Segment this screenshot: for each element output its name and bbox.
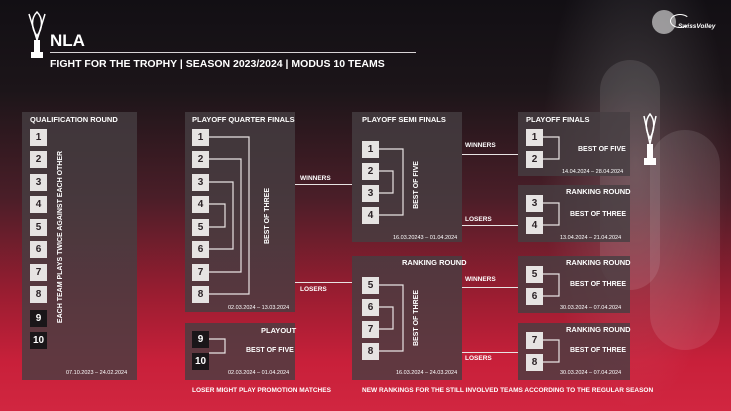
seed-2: 2 xyxy=(30,151,47,168)
sf-seed-4: 4 xyxy=(362,207,379,224)
quarter-finals-title: PLAYOFF QUARTER FINALS xyxy=(192,115,295,124)
rr34-seed-4: 4 xyxy=(526,217,543,234)
seed-9: 9 xyxy=(30,310,47,327)
qf-seed-6: 6 xyxy=(192,241,209,258)
qf-seed-3: 3 xyxy=(192,174,209,191)
quarter-finals-dates: 02.03.2024 – 13.03.2024 xyxy=(228,305,290,311)
ranking-round-5-8-bracket xyxy=(379,284,404,352)
seed-8: 8 xyxy=(30,286,47,303)
sf-seed-3: 3 xyxy=(362,185,379,202)
rr-seed-8: 8 xyxy=(362,343,379,360)
losers-connector-3 xyxy=(462,352,518,353)
page-title: NLA xyxy=(50,31,85,50)
playout-seed-9: 9 xyxy=(192,331,209,348)
playout-seed-10: 10 xyxy=(192,353,209,370)
sf-seed-2: 2 xyxy=(362,163,379,180)
ranking-round-5-8-title: RANKING ROUND xyxy=(402,258,467,267)
final-seed-1: 1 xyxy=(526,129,543,146)
player-silhouette xyxy=(650,130,720,350)
header-divider xyxy=(50,52,416,53)
losers-connector-2 xyxy=(462,225,518,226)
flow-winners-2a: WINNERS xyxy=(465,142,496,149)
seed-5: 5 xyxy=(30,219,47,236)
semi-finals-dates: 16.03.20243 – 01.04.2024 xyxy=(393,235,458,241)
swissvolley-logo-icon xyxy=(670,14,690,28)
qf-seed-1: 1 xyxy=(192,129,209,146)
qf-seed-7: 7 xyxy=(192,264,209,281)
playout-dates: 02.03.2024 – 01.04.2024 xyxy=(228,370,290,376)
seed-3: 3 xyxy=(30,174,47,191)
qf-seed-2: 2 xyxy=(192,151,209,168)
semi-finals-title: PLAYOFF SEMI FINALS xyxy=(362,115,446,124)
swissvolley-logo: SwissVolley xyxy=(678,23,716,30)
winners-connector-3 xyxy=(462,287,518,288)
ranking-round-7-8-title: RANKING ROUND xyxy=(566,325,631,334)
rr-seed-7: 7 xyxy=(362,321,379,338)
rr-seed-5: 5 xyxy=(362,277,379,294)
flow-losers-1: LOSERS xyxy=(300,286,327,293)
ranking-round-3-4-dates: 13.04.2024 – 21.04.2024 xyxy=(560,235,622,241)
qualification-note: EACH TEAM PLAYS TWICE AGAINST EACH OTHER xyxy=(57,150,64,324)
qf-seed-5: 5 xyxy=(192,219,209,236)
rr56-seed-6: 6 xyxy=(526,288,543,305)
footer-left-note: LOSER MIGHT PLAY PROMOTION MATCHES xyxy=(192,387,331,394)
ranking-round-3-4-bracket xyxy=(543,202,560,226)
ranking-round-5-6-dates: 30.03.2024 – 07.04.2024 xyxy=(560,305,622,311)
final-seed-2: 2 xyxy=(526,151,543,168)
ranking-round-5-8-dates: 16.03.2024 – 24.03.2024 xyxy=(396,370,458,376)
ranking-round-5-6-format: BEST OF THREE xyxy=(570,281,627,288)
winners-connector xyxy=(295,184,352,185)
winners-connector-2 xyxy=(462,154,518,155)
quarter-finals-format: BEST OF THREE xyxy=(264,188,271,245)
ranking-round-3-4-title: RANKING ROUND xyxy=(566,187,631,196)
semi-finals-bracket xyxy=(379,148,404,216)
trophy-icon xyxy=(643,112,657,165)
quarter-finals-bracket xyxy=(209,136,250,295)
trophy-icon xyxy=(28,10,46,58)
playout-bracket xyxy=(209,338,226,354)
flow-losers-3: LOSERS xyxy=(465,355,492,362)
sf-seed-1: 1 xyxy=(362,141,379,158)
qualification-dates: 07.10.2023 – 24.02.2024 xyxy=(66,370,128,376)
seed-7: 7 xyxy=(30,264,47,281)
page-subtitle: FIGHT FOR THE TROPHY | SEASON 2023/2024 … xyxy=(50,58,385,70)
finals-bracket xyxy=(543,136,560,160)
playout-title: PLAYOUT xyxy=(261,326,297,335)
ranking-round-5-6-title: RANKING ROUND xyxy=(566,258,631,267)
rr78-seed-8: 8 xyxy=(526,354,543,371)
qf-seed-8: 8 xyxy=(192,286,209,303)
rr34-seed-3: 3 xyxy=(526,195,543,212)
flow-winners-1: WINNERS xyxy=(300,175,331,182)
qf-seed-4: 4 xyxy=(192,196,209,213)
ranking-round-7-8-bracket xyxy=(543,339,560,363)
ranking-round-5-8-format: BEST OF THREE xyxy=(413,290,420,347)
rr56-seed-5: 5 xyxy=(526,266,543,283)
seed-1: 1 xyxy=(30,129,47,146)
ranking-round-5-6-bracket xyxy=(543,273,560,297)
losers-connector xyxy=(295,282,352,283)
playout-format: BEST OF FIVE xyxy=(246,347,294,354)
seed-6: 6 xyxy=(30,241,47,258)
finals-format: BEST OF FIVE xyxy=(578,146,626,153)
ranking-round-7-8-format: BEST OF THREE xyxy=(570,347,627,354)
finals-dates: 14.04.2024 – 28.04.2024 xyxy=(562,169,624,175)
seed-4: 4 xyxy=(30,196,47,213)
rr-seed-6: 6 xyxy=(362,299,379,316)
finals-title: PLAYOFF FINALS xyxy=(526,115,590,124)
semi-finals-format: BEST OF FIVE xyxy=(413,161,420,209)
flow-losers-2: LOSERS xyxy=(465,216,492,223)
flow-winners-3: WINNERS xyxy=(465,276,496,283)
qualification-title: QUALIFICATION ROUND xyxy=(30,115,118,124)
rr78-seed-7: 7 xyxy=(526,332,543,349)
footer-right-note: NEW RANKINGS FOR THE STILL INVOLVED TEAM… xyxy=(362,387,654,394)
ranking-round-3-4-format: BEST OF THREE xyxy=(570,211,627,218)
seed-10: 10 xyxy=(30,332,47,349)
ranking-round-7-8-dates: 30.03.2024 – 07.04.2024 xyxy=(560,370,622,376)
